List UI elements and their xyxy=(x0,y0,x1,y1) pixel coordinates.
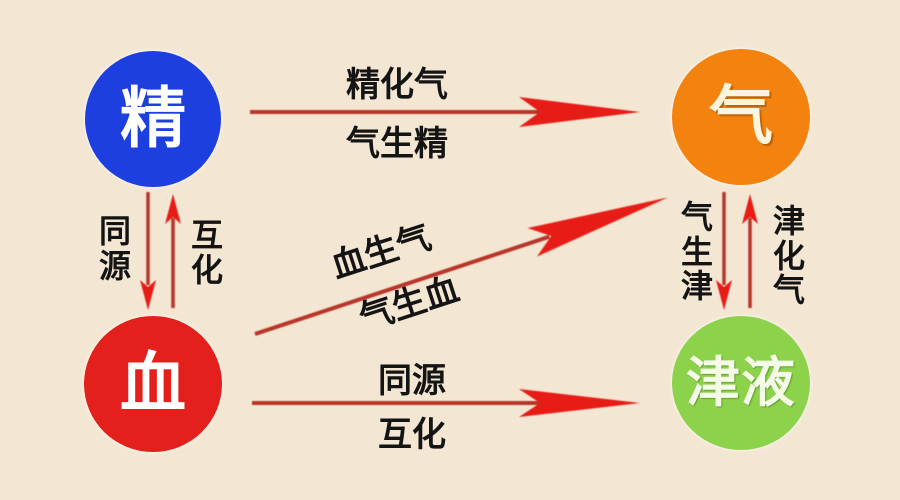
node-qi-label: 气 xyxy=(709,80,773,154)
node-qi: 气 xyxy=(672,49,810,185)
node-xue-label: 血 xyxy=(120,345,186,422)
label-jin-hua-qi: 津 化 气 xyxy=(772,202,805,310)
label-jing-hua-qi: 精化气 xyxy=(346,65,448,105)
arrow-xue-to-jing xyxy=(165,194,181,308)
arrow-jing-to-xue xyxy=(140,192,156,310)
node-jing: 精 xyxy=(85,51,221,187)
arrow-xue-to-jinye xyxy=(252,389,640,417)
arrow-qi-to-jinye xyxy=(716,192,732,310)
arrow-jinye-to-qi xyxy=(742,194,758,308)
node-jinye-label: 津液 xyxy=(686,351,796,414)
node-jinye: 津液 xyxy=(672,316,810,450)
node-xue: 血 xyxy=(84,316,222,452)
arrow-jing-to-qi xyxy=(250,97,640,127)
label-hu-hua-left: 互 化 xyxy=(190,216,223,289)
arrow-xue-to-qi xyxy=(254,197,669,336)
label-tong-yuan-bottom: 同源 xyxy=(378,361,446,401)
label-qi-sheng-jin: 气 生 津 xyxy=(680,198,713,306)
label-tong-yuan-left: 同 源 xyxy=(98,212,131,285)
label-hu-hua-bottom: 互化 xyxy=(378,415,446,455)
node-jing-label: 精 xyxy=(120,80,186,157)
label-qi-sheng-jing: 气生精 xyxy=(346,124,448,164)
